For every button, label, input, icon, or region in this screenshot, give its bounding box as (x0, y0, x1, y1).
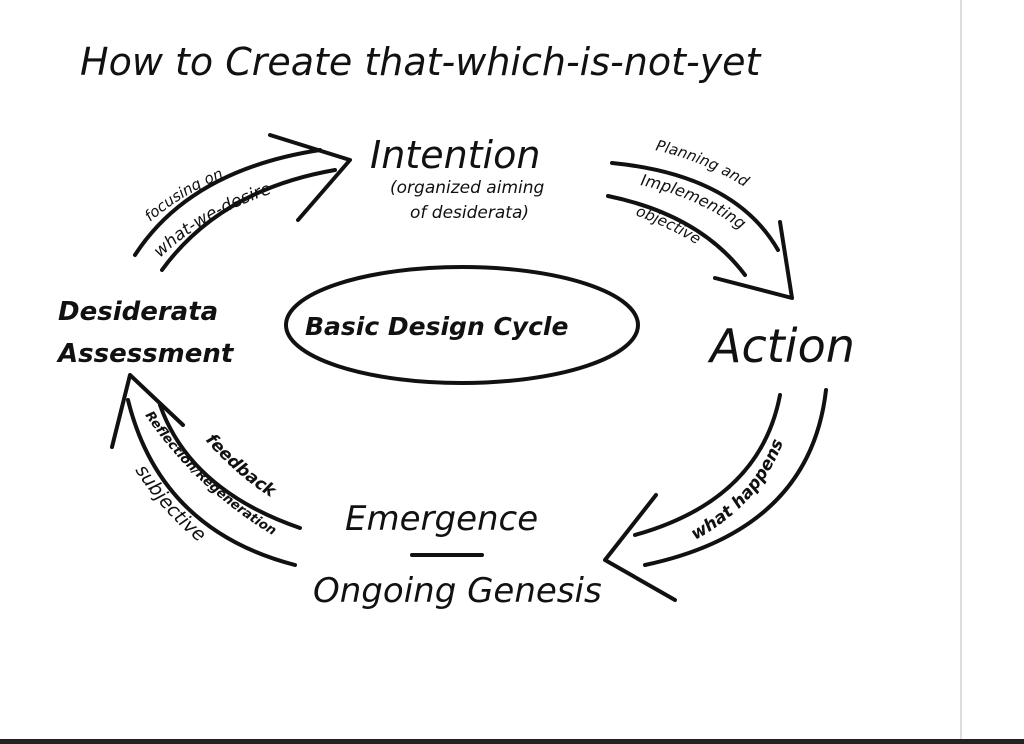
arrow-desiderata-to-intention (133, 133, 352, 272)
intention-label: Intention (370, 133, 540, 177)
center-ellipse (284, 265, 640, 385)
intention-subtitle-1: (organized aiming (390, 178, 545, 198)
scan-border (0, 739, 1024, 744)
action-label: Action (707, 319, 855, 373)
desiderata-label: Desiderata (58, 297, 218, 327)
center-label: Basic Design Cycle (305, 312, 568, 341)
assessment-label: Assessment (56, 339, 235, 369)
emergence-label: Emergence (345, 499, 538, 539)
intention-subtitle-2: of desiderata) (410, 203, 529, 223)
diagram-title: How to Create that-which-is-not-yet (80, 40, 763, 84)
arrow-action-to-emergence (603, 388, 828, 602)
arrow-emergence-to-desiderata (110, 373, 302, 567)
arrow-intention-to-action (606, 161, 794, 300)
ongoing-genesis-label: Ongoing Genesis (313, 571, 602, 611)
